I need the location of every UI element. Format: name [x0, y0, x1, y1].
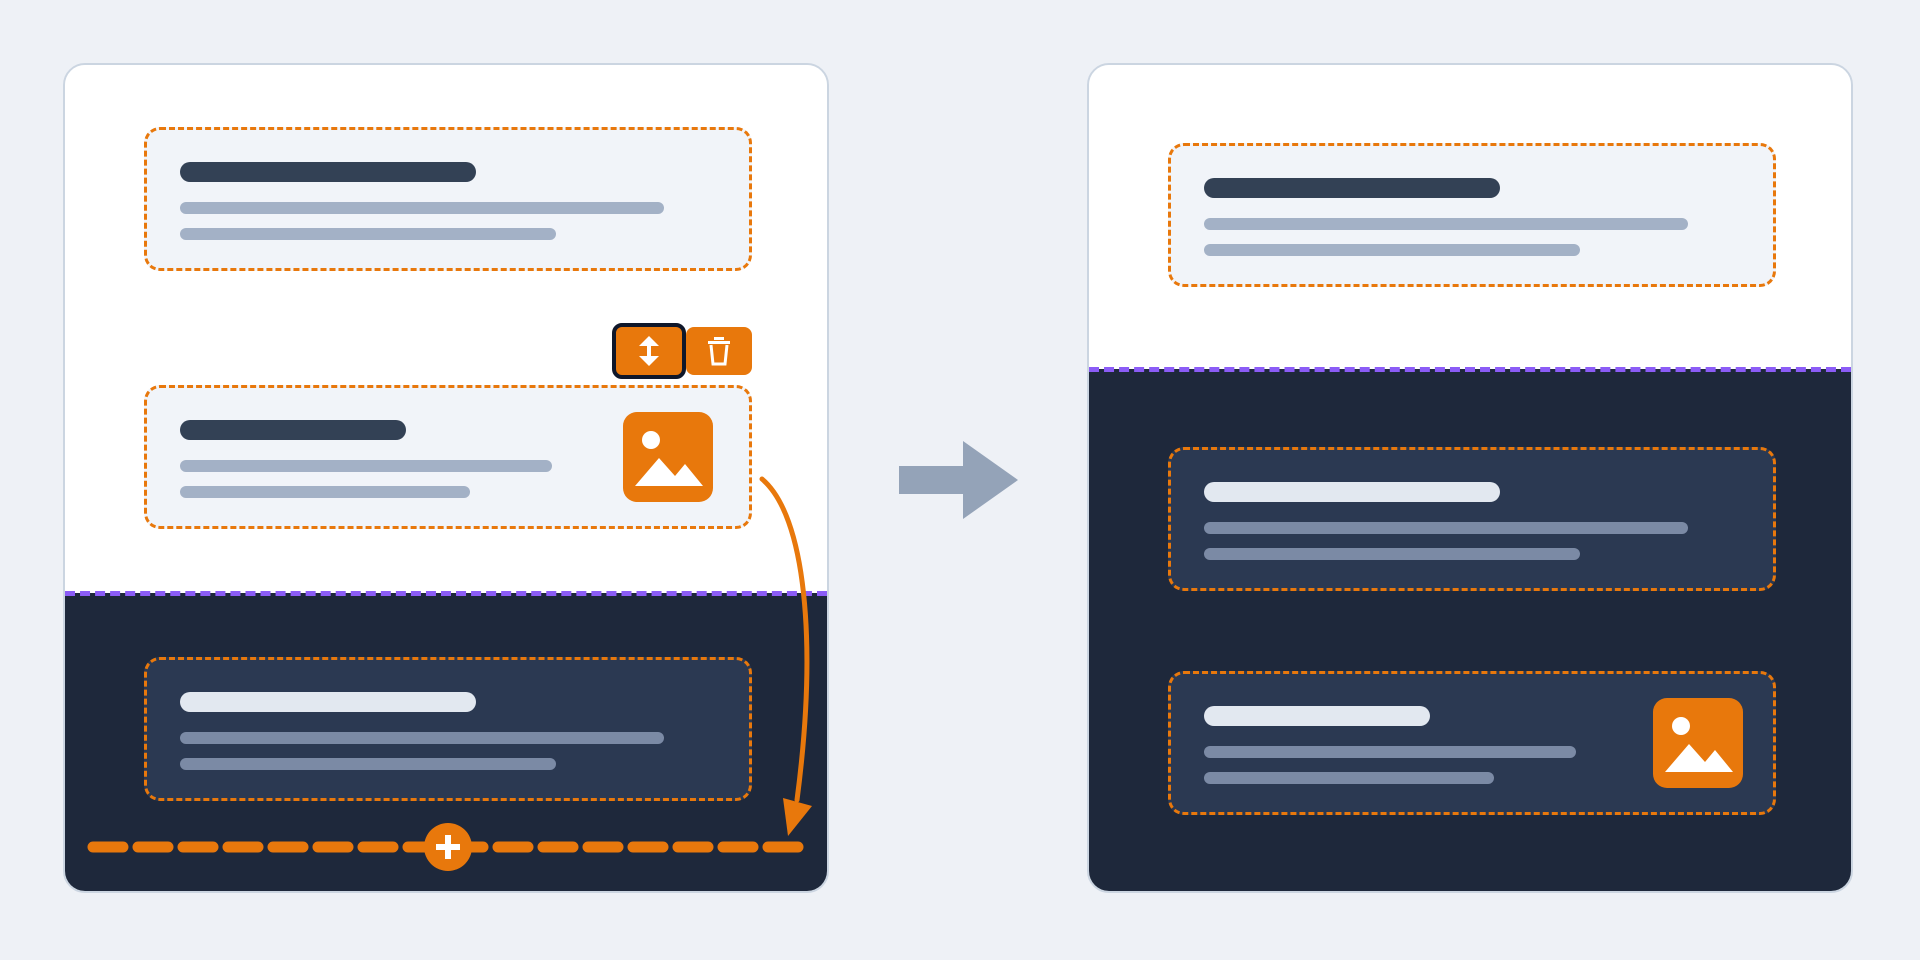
block-text-bar: [180, 486, 470, 498]
block-title-bar: [1204, 178, 1500, 198]
block-text-bar: [1204, 218, 1688, 230]
block-text-bar: [1204, 772, 1494, 784]
block-text-bar: [1204, 548, 1580, 560]
block-title-bar: [1204, 706, 1430, 726]
after-panel: [1087, 63, 1853, 893]
content-block-dark-1[interactable]: [1168, 447, 1776, 591]
block-text-bar: [180, 202, 664, 214]
content-block-light-1[interactable]: [144, 127, 752, 271]
section-divider: [65, 591, 827, 596]
image-icon: [1653, 698, 1743, 788]
trash-icon: [708, 337, 730, 366]
before-panel: [63, 63, 829, 893]
arrows-up-down-icon: [639, 336, 659, 366]
block-text-bar: [1204, 522, 1688, 534]
block-text-bar: [1204, 244, 1580, 256]
block-text-bar: [180, 758, 556, 770]
block-text-bar: [180, 732, 664, 744]
move-block-button[interactable]: [612, 323, 686, 379]
content-block-light-1[interactable]: [1168, 143, 1776, 287]
section-divider: [1089, 367, 1851, 372]
delete-block-button[interactable]: [686, 327, 752, 375]
block-text-bar: [180, 460, 552, 472]
block-title-bar: [180, 420, 406, 440]
image-icon: [623, 412, 713, 502]
block-title-bar: [1204, 482, 1500, 502]
block-title-bar: [180, 692, 476, 712]
content-block-light-2-selected[interactable]: [144, 385, 752, 529]
content-block-dark-1[interactable]: [144, 657, 752, 801]
block-title-bar: [180, 162, 476, 182]
block-text-bar: [180, 228, 556, 240]
block-text-bar: [1204, 746, 1576, 758]
content-block-dark-2-moved[interactable]: [1168, 671, 1776, 815]
